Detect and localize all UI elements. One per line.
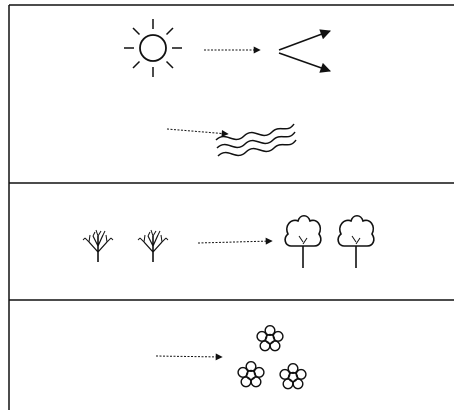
panel-frames [9, 5, 454, 410]
flower-icon [238, 362, 264, 387]
leafy-tree-icon [338, 216, 374, 268]
wavy-lines-icon [216, 124, 296, 156]
bare-tree-icon [138, 230, 168, 262]
arrow-right-icon [198, 241, 272, 243]
flowers-panel [156, 326, 306, 389]
sun-icon [124, 19, 182, 77]
flower-icon [257, 326, 283, 351]
diverging-arrows-icon [279, 31, 330, 71]
bare-tree-icon [83, 230, 113, 262]
arrow-right-icon [156, 356, 222, 357]
sun-panel [124, 19, 330, 156]
leafy-tree-icon [285, 216, 321, 268]
flower-icon [280, 364, 306, 389]
arrow-right-icon [167, 129, 228, 134]
trees-panel [83, 216, 374, 268]
